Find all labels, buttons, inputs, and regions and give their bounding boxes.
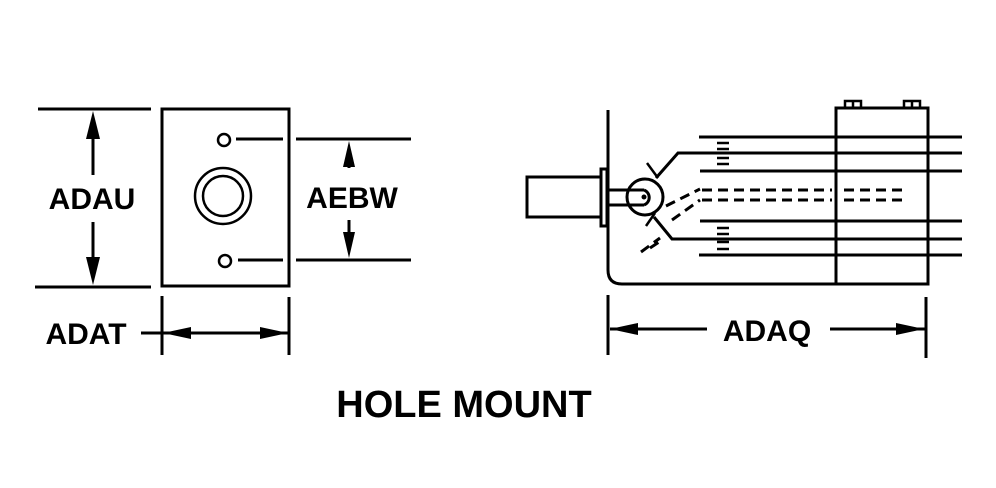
diagram-title: HOLE MOUNT	[336, 384, 591, 426]
dimension-adaq: ADAQ	[606, 295, 928, 358]
pivot-pin	[641, 194, 647, 200]
dimension-label-aebw: AEBW	[306, 182, 398, 215]
flange	[599, 167, 609, 228]
dimension-aebw: AEBW	[296, 137, 411, 262]
arrowhead-right	[896, 323, 924, 335]
pivot-arm	[608, 188, 644, 207]
dimension-label-adau: ADAU	[49, 183, 136, 216]
alt-position-dash-low-1	[640, 236, 661, 254]
contact-marks-upper	[717, 141, 729, 166]
alt-position-dash-low-2	[649, 238, 663, 250]
actuator-tick-bottom	[644, 212, 657, 227]
arrowhead-down	[343, 232, 355, 258]
arrowhead-left	[610, 323, 638, 335]
arrowhead-up	[86, 111, 100, 139]
actuator-tick-top	[645, 162, 660, 179]
terminal-block	[834, 106, 930, 286]
center-boss-inner	[201, 174, 245, 218]
contact-lever-lower	[652, 216, 962, 241]
arrowhead-right	[260, 327, 288, 339]
arrowhead-left	[163, 327, 191, 339]
pivot-arm-tip	[643, 188, 651, 207]
mounting-hole-bottom	[217, 253, 233, 269]
mounting-hole-top	[216, 132, 232, 148]
contact-marks-lower	[717, 226, 729, 251]
alt-position-dash-upper	[665, 187, 701, 208]
alt-position-dash-lower	[671, 198, 701, 222]
center-boss-outer	[193, 166, 253, 226]
arrowhead-down	[86, 257, 100, 285]
side-view	[525, 99, 962, 286]
dimension-label-adaq: ADAQ	[723, 315, 811, 348]
mounting-plate	[160, 107, 291, 288]
dimension-label-adat: ADAT	[45, 318, 126, 351]
arrowhead-up	[343, 141, 355, 167]
front-view	[160, 107, 291, 288]
shaft	[525, 175, 603, 219]
dimension-adau: ADAU	[35, 107, 151, 289]
body-outline	[606, 110, 929, 286]
pivot-roller	[625, 177, 665, 217]
contact-lever-upper	[654, 151, 962, 179]
dimension-adat: ADAT	[45, 296, 291, 355]
